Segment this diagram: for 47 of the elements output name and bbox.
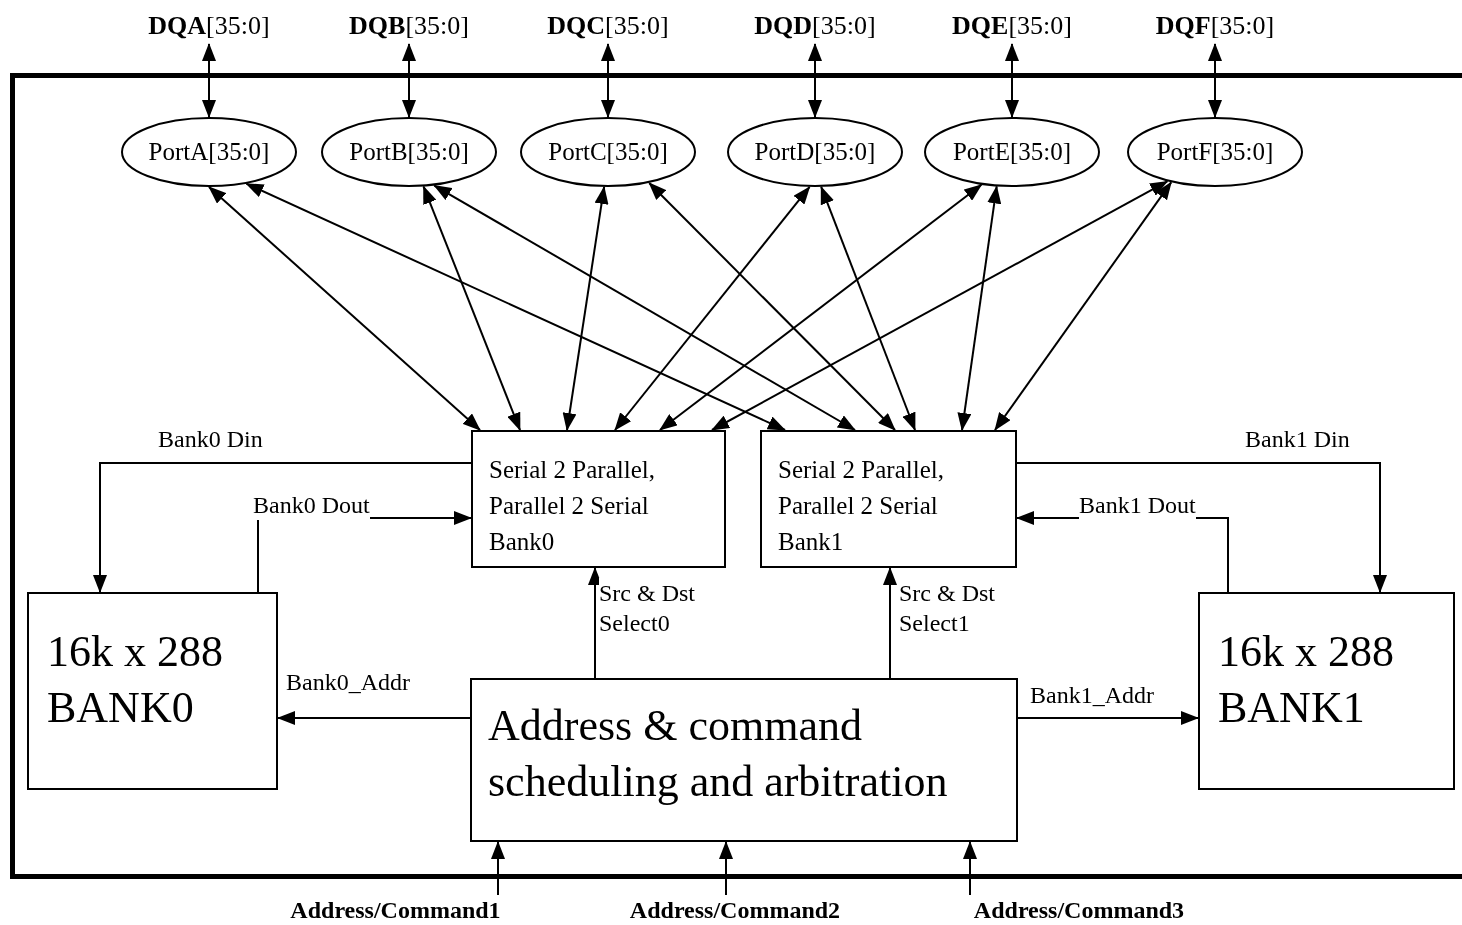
- converter-box: Serial 2 Parallel, Parallel 2 Serial Bank0: [471, 430, 726, 568]
- arrow: [433, 184, 856, 431]
- arrow: [957, 185, 1002, 431]
- port-ellipse: PortE[35:0]: [924, 117, 1100, 187]
- arrow: [820, 185, 916, 431]
- port-ellipse: PortF[35:0]: [1127, 117, 1303, 187]
- arrow: [711, 180, 1169, 431]
- arrow: [614, 185, 811, 431]
- arrow: [719, 841, 733, 896]
- signal-label: Address/Command3: [940, 895, 1218, 925]
- signal-label: DQD[35:0]: [735, 6, 895, 44]
- arrow: [1016, 462, 1387, 593]
- signal-label: Address/Command1: [258, 895, 533, 925]
- scheduler-box: Address & command scheduling and arbitration: [470, 678, 1018, 842]
- arrow: [245, 182, 786, 431]
- arrow: [994, 181, 1173, 431]
- arrow: [1005, 43, 1019, 118]
- arrow: [402, 43, 416, 118]
- arrow: [202, 43, 216, 118]
- arrow: [648, 181, 896, 431]
- port-ellipse: PortD[35:0]: [727, 117, 903, 187]
- arrow: [208, 186, 481, 431]
- signal-label: DQC[35:0]: [528, 6, 688, 44]
- arrow: [277, 711, 471, 725]
- arrow: [422, 185, 521, 431]
- arrow: [491, 841, 505, 896]
- port-ellipse: PortA[35:0]: [121, 117, 297, 187]
- port-ellipse: PortC[35:0]: [520, 117, 696, 187]
- arrow: [1208, 43, 1222, 118]
- arrow: [562, 185, 609, 431]
- signal-label: Address/Command2: [597, 895, 873, 925]
- arrow: [808, 43, 822, 118]
- arrow: [1017, 711, 1199, 725]
- converter-box: Serial 2 Parallel, Parallel 2 Serial Bank1: [760, 430, 1017, 568]
- arrow: [659, 183, 983, 431]
- arrow: [93, 462, 472, 593]
- arrow: [963, 841, 977, 896]
- signal-label: DQA[35:0]: [129, 6, 289, 44]
- memory-bank-box: 16k x 288 BANK1: [1198, 592, 1455, 790]
- arrow: [588, 567, 602, 679]
- signal-label: DQE[35:0]: [932, 6, 1092, 44]
- memory-bank-box: 16k x 288 BANK0: [27, 592, 278, 790]
- arrow: [601, 43, 615, 118]
- signal-label: DQB[35:0]: [329, 6, 489, 44]
- signal-label: DQF[35:0]: [1135, 6, 1295, 44]
- port-ellipse: PortB[35:0]: [321, 117, 497, 187]
- arrow: [883, 567, 897, 679]
